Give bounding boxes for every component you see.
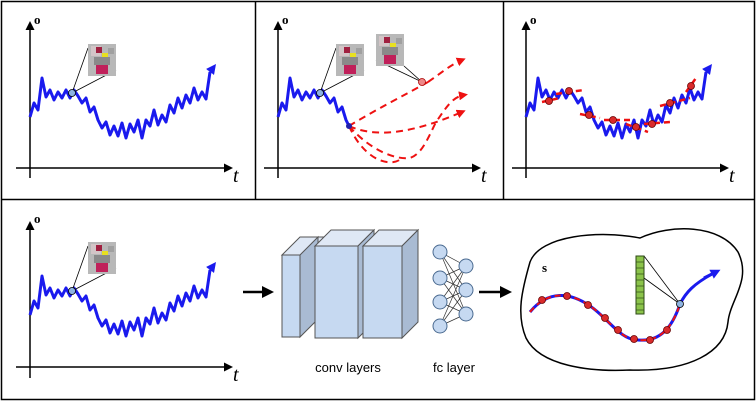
future-path (348, 91, 468, 160)
frame-thumbnail (88, 44, 116, 76)
frame-thumbnail (88, 242, 116, 274)
predicted-futures (348, 57, 468, 164)
panel-1-axes: o t (16, 12, 239, 187)
fc-nodes (432, 244, 474, 334)
panel-2-prediction: o t (264, 12, 487, 187)
panel-3-local-predictions: o t (512, 12, 735, 187)
future-path (348, 125, 403, 164)
conv-block (280, 235, 330, 339)
callout-line (403, 65, 423, 83)
last-observed-point (346, 123, 352, 129)
current-point (316, 89, 324, 97)
frame-thumbnail (336, 44, 364, 76)
future-path-arrow (427, 57, 466, 83)
y-axis-label: o (282, 12, 289, 27)
current-point (68, 287, 76, 295)
trajectory-arrowhead (703, 269, 721, 280)
sample-points (545, 82, 695, 131)
embedding-space-label: s (542, 260, 547, 275)
fc-layer (432, 244, 474, 334)
past-trajectory (276, 76, 351, 127)
future-frame-thumbnail (376, 34, 404, 66)
panel-4-axes: o t (16, 211, 239, 386)
y-axis-label: o (34, 12, 41, 27)
conv-layers (280, 228, 420, 340)
feature-vector (635, 255, 681, 315)
current-point (68, 89, 76, 97)
conv-layers-label: conv layers (315, 360, 381, 375)
fc-layer-label: fc layer (433, 360, 476, 375)
future-point (418, 78, 426, 86)
future-path (348, 81, 429, 127)
y-axis-label: o (34, 211, 41, 226)
conv-block (361, 228, 420, 340)
panel-2-axes: o t (264, 12, 487, 187)
trajectory-curve (526, 68, 709, 138)
x-axis-label: t (233, 165, 239, 187)
x-axis-label: t (233, 364, 239, 386)
y-axis-label: o (530, 12, 537, 27)
panel-3-axes: o t (512, 12, 735, 187)
panel-1-trajectory: o t (16, 12, 239, 187)
embedding-space (520, 228, 744, 372)
trajectory-curve (30, 68, 213, 138)
x-axis-label: t (729, 165, 735, 187)
callout-line (319, 47, 337, 94)
future-path (348, 109, 466, 134)
panel-4-pipeline: o t conv layers (16, 211, 744, 386)
callout-line (71, 245, 89, 292)
callout-line (71, 47, 89, 94)
trajectory-curve (30, 266, 213, 336)
embedded-points (538, 292, 671, 344)
x-axis-label: t (481, 165, 487, 187)
current-embedding-point (676, 300, 684, 308)
